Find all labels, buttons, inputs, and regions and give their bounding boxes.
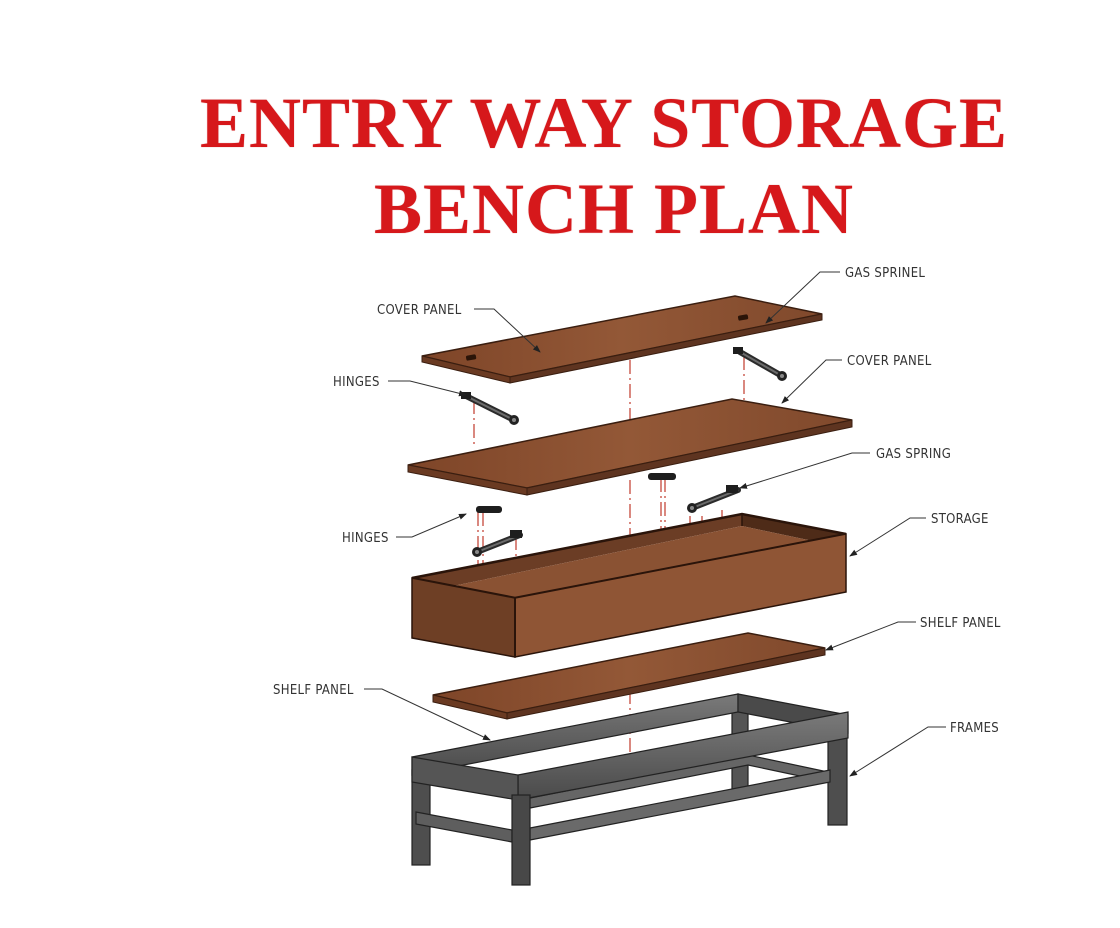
label-frames: FRAMES (950, 721, 999, 736)
label-hinges-bottom: HINGES (342, 531, 389, 546)
hinge-upper-icon (461, 392, 519, 425)
title-line-2: BENCH PLAN (373, 169, 855, 249)
label-hinges-top: HINGES (333, 375, 380, 390)
hinge-plates-icon (476, 473, 676, 513)
cover-panel-second (407, 398, 853, 496)
label-cover-panel-top: COVER PANEL (377, 303, 462, 318)
hinge-lower-icon (472, 530, 523, 557)
label-gas-spring: GAS SPRING (876, 447, 951, 462)
label-cover-panel-second: COVER PANEL (847, 354, 932, 369)
label-storage: STORAGE (931, 512, 989, 527)
gas-spring-middle-icon (687, 485, 741, 513)
gas-spring-upper-icon (733, 347, 787, 381)
title-line-1: ENTRY WAY STORAGE (199, 83, 1009, 163)
storage-box (411, 512, 847, 658)
label-shelf-panel-right: SHELF PANEL (920, 616, 1001, 631)
shelf-panel (432, 632, 826, 720)
label-gas-sprinel: GAS SPRINEL (845, 266, 925, 281)
label-shelf-panel-left: SHELF PANEL (273, 683, 354, 698)
cover-panel-top (421, 295, 823, 384)
leader-lines (364, 271, 946, 777)
metal-frame (411, 693, 849, 886)
